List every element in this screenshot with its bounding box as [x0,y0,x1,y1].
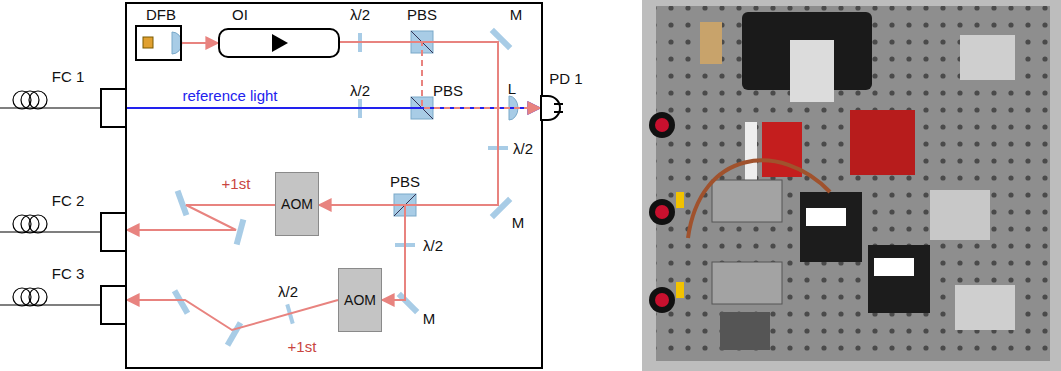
aom-module [868,245,930,313]
port-cap [655,118,669,132]
part-label: M [510,6,523,23]
aom-sticker [874,258,914,276]
part-label: λ/2 [350,82,370,99]
laser-beam [127,205,275,230]
fiber [0,231,100,232]
component-name: FC 3 [52,265,85,282]
part-label: λ/2 [278,283,298,300]
mirrors [172,28,512,347]
part-label: PBS [390,173,420,190]
beam-label: reference light [182,87,277,104]
fiber-loop [13,91,31,109]
fiber-loop [13,215,31,233]
laser-beam [319,42,498,205]
isolator-mount [790,40,834,102]
mirror [397,292,420,315]
fiber-coupler: FC 1 [100,88,127,128]
mirror-mount [960,35,1015,80]
laser-chip [143,37,153,48]
fiber [0,107,100,108]
mirror [175,190,190,216]
mirror-mount [930,190,990,240]
component-name: OI [232,6,248,23]
fiber-loop [13,288,31,306]
photodiode-symbol [540,94,564,122]
port-cap [655,293,669,307]
laser-beam [127,300,338,330]
fiber-coupler: FC 2 [100,212,127,252]
mirror [490,197,513,220]
laser-beam [182,42,218,44]
component-name: AOM [281,196,313,213]
port-tag [676,192,684,208]
breadboard-holes [656,6,1050,361]
mirror [490,28,513,51]
laser-mount [700,22,722,64]
component-name: DFB [146,6,176,23]
part-label: λ/2 [513,140,533,157]
optic-mount [745,122,757,182]
mirror [234,219,247,246]
laser-box: DFB [135,25,182,61]
aom-module [800,192,862,262]
component-name: FC 2 [52,192,85,209]
photodiode: PD 1 [540,94,564,122]
part-label: L [508,80,516,97]
isolator-box: OI [218,28,340,58]
fiber-port [649,199,675,225]
enclosure [126,3,542,368]
part-label: M [512,214,525,231]
component-name: PD 1 [549,70,582,87]
fiber-loop [29,215,47,233]
fiber-loop [29,91,47,109]
part-label: M [423,310,436,327]
module-photo [642,0,1061,371]
laser-beam [340,42,540,108]
aom-box: AOM [338,268,382,332]
heatsink [712,262,782,304]
heatsink-base [720,312,770,350]
part-label: PBS [433,82,463,99]
breadboard [656,6,1050,361]
laser-beam [340,42,498,300]
fiber-port [649,287,675,313]
port-tag [676,282,684,298]
heatsink [712,180,782,222]
beam-label: +1st [288,338,317,355]
photodiode-body [541,96,560,120]
component-name: FC 1 [52,68,85,85]
component-name: AOM [344,292,376,309]
part-label: PBS [407,6,437,23]
fiber-loop [21,288,39,306]
aom-sticker [806,208,846,226]
fiber-port [649,112,675,138]
mirror [225,321,243,347]
photo-frame [642,0,1061,371]
aom-box: AOM [275,172,319,236]
fiber-coupler: FC 3 [100,285,127,325]
rf-cable [688,160,830,238]
photodiode-pins [554,104,563,112]
fiber [0,304,100,305]
mirror-mount [955,285,1015,330]
part-label: λ/2 [350,6,370,23]
isolator-arrow [272,34,288,52]
part-label: λ/2 [423,237,443,254]
fiber-loop [29,288,47,306]
beam-label: +1st [222,175,251,192]
fiber-loop [21,215,39,233]
fiber-coils [0,91,100,306]
port-cap [655,205,669,219]
red-mount [850,110,915,175]
fiber-loop [21,91,39,109]
